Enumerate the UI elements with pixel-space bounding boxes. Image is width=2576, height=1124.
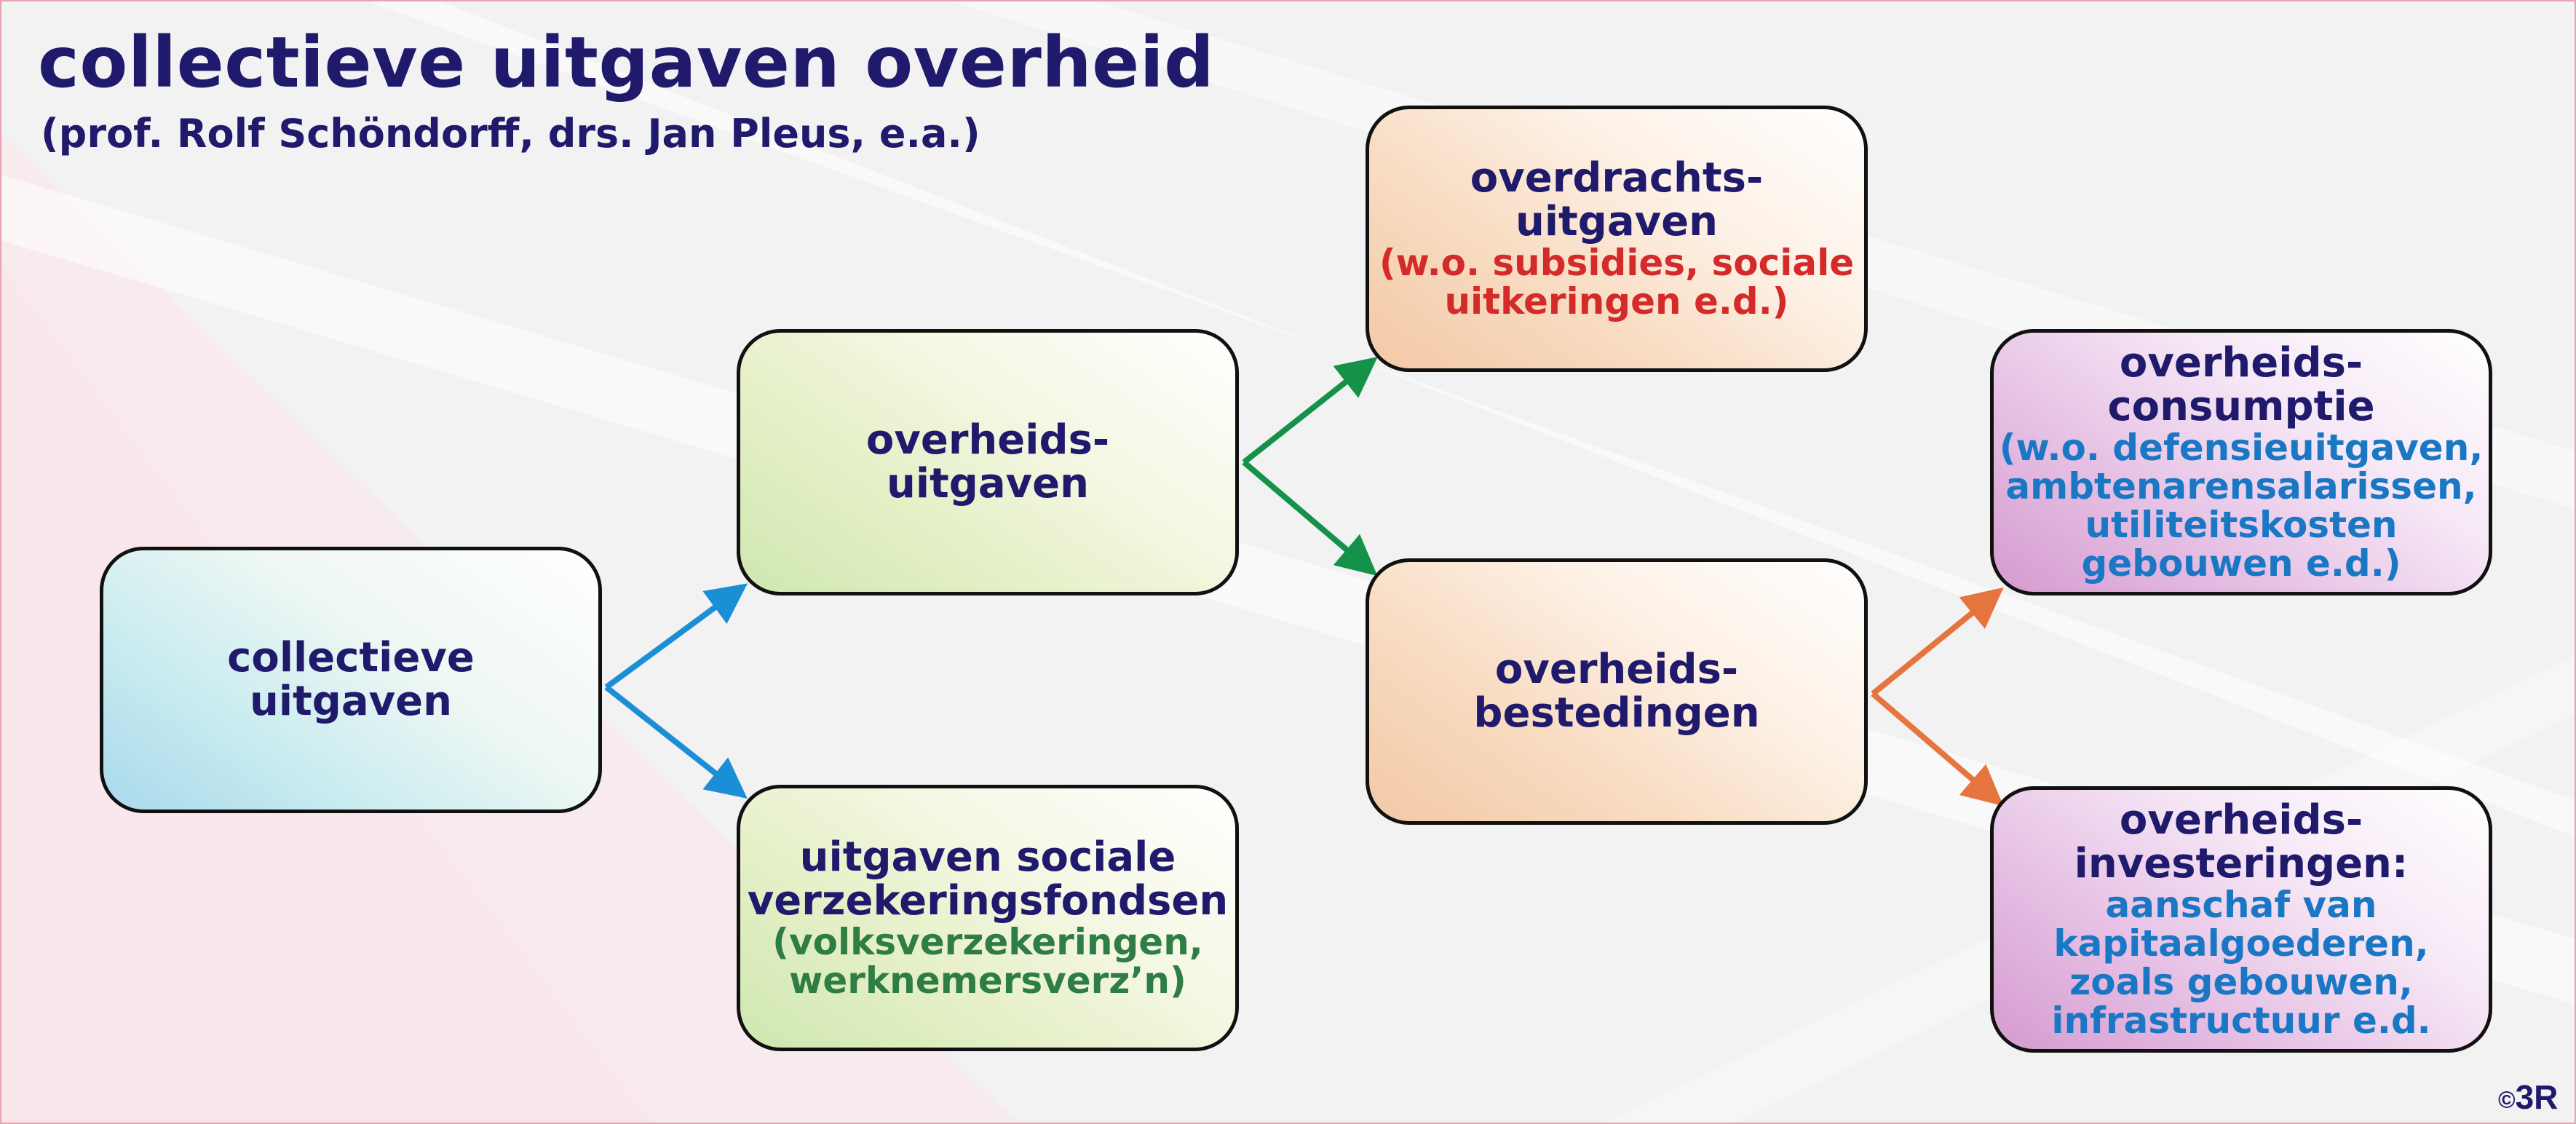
copyright-logo: 3R bbox=[2515, 1078, 2559, 1116]
box-uitgaven-sociale-verzekeringsfondsen: uitgaven sociale verzekeringsfondsen (vo… bbox=[737, 785, 1239, 1051]
box-detail-line: (volksverzekeringen, bbox=[772, 921, 1203, 963]
box-overheidsbestedingen: overheids- bestedingen bbox=[1366, 558, 1868, 825]
box-detail-line: kapitaalgoederen, bbox=[2053, 922, 2429, 965]
box-heading-line: overdrachts- bbox=[1470, 154, 1764, 202]
page-subtitle: (prof. Rolf Schöndorff, drs. Jan Pleus, … bbox=[41, 111, 980, 157]
copyright-mark: ©3R bbox=[2498, 1077, 2558, 1117]
arrow-to-overheidsinvesteringen bbox=[1871, 691, 2004, 807]
box-overdrachtsuitgaven: overdrachts- uitgaven (w.o. subsidies, s… bbox=[1366, 106, 1868, 372]
box-heading-line: overheids- bbox=[2119, 339, 2363, 387]
box-detail-line: infrastructuur e.d. bbox=[2051, 1000, 2431, 1042]
arrow-group-collectieve bbox=[604, 583, 748, 799]
box-detail-line: zoals gebouwen, bbox=[2069, 961, 2413, 1003]
box-heading-line: investeringen: bbox=[2074, 840, 2409, 887]
box-detail-line: utiliteitskosten bbox=[2085, 504, 2398, 546]
box-heading-line: verzekeringsfondsen bbox=[747, 877, 1229, 925]
box-overheidsconsumptie: overheids- consumptie (w.o. defensieuitg… bbox=[1990, 329, 2492, 595]
box-detail-line: ambtenarensalarissen, bbox=[2005, 465, 2477, 507]
box-detail-line: (w.o. defensieuitgaven, bbox=[1999, 427, 2484, 469]
arrow-to-uitgaven-sociale bbox=[604, 684, 748, 799]
arrow-group-overheidsbestedingen bbox=[1871, 587, 2004, 807]
box-overheidsuitgaven: overheids- uitgaven bbox=[737, 329, 1239, 595]
box-heading-line: overheids- bbox=[1494, 646, 1739, 693]
box-overheidsinvesteringen: overheids- investeringen: aanschaf van k… bbox=[1990, 786, 2492, 1053]
box-heading-line: collectieve bbox=[227, 634, 475, 681]
arrow-group-overheidsuitgaven bbox=[1242, 357, 1378, 577]
box-heading-line: bestedingen bbox=[1473, 689, 1760, 737]
arrow-to-overheidsuitgaven bbox=[604, 583, 748, 690]
box-collectieve-uitgaven: collectieve uitgaven bbox=[100, 547, 602, 813]
box-detail-line: werknemersverz’n) bbox=[789, 959, 1186, 1002]
box-heading-line: overheids- bbox=[2119, 796, 2363, 844]
box-detail-line: gebouwen e.d.) bbox=[2081, 542, 2401, 585]
box-heading-line: uitgaven bbox=[886, 460, 1090, 507]
arrow-to-overheidsconsumptie bbox=[1871, 587, 2004, 697]
arrow-to-overheidsbestedingen bbox=[1242, 459, 1378, 577]
box-heading-line: uitgaven sociale bbox=[799, 834, 1176, 881]
box-detail-line: uitkeringen e.d.) bbox=[1444, 280, 1789, 322]
page-title: collectieve uitgaven overheid bbox=[38, 22, 1215, 103]
box-heading-line: uitgaven bbox=[249, 678, 453, 725]
box-detail-line: aanschaf van bbox=[2105, 884, 2377, 926]
copyright-symbol: © bbox=[2498, 1086, 2516, 1113]
box-heading-line: uitgaven bbox=[1515, 198, 1719, 245]
arrow-to-overdrachtsuitgaven bbox=[1242, 357, 1378, 465]
box-detail-line: (w.o. subsidies, sociale bbox=[1379, 242, 1855, 284]
box-heading-line: overheids- bbox=[865, 416, 1110, 464]
box-heading-line: consumptie bbox=[2107, 383, 2375, 430]
